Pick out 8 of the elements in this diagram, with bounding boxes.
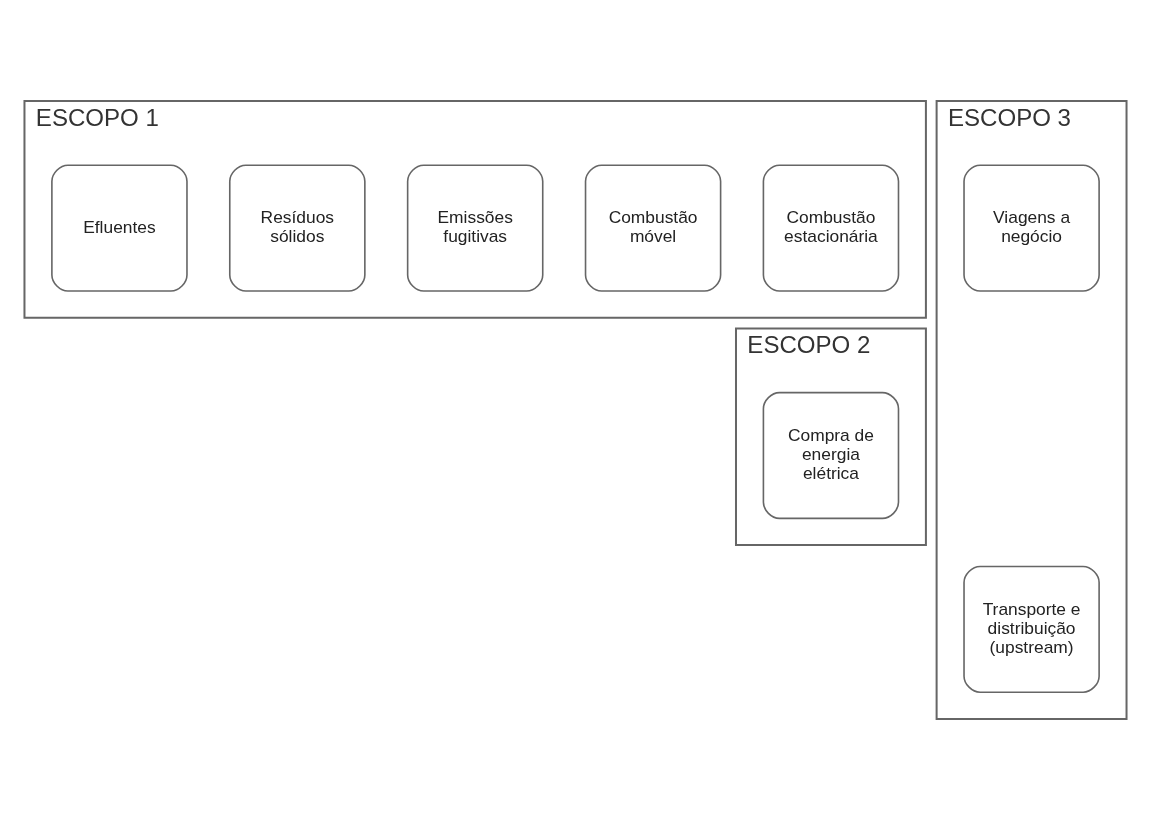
- node-box: Resíduos sólidos: [228, 163, 366, 292]
- node-box: Efluentes: [51, 163, 188, 292]
- node-box: Compra de energia elétrica: [762, 391, 900, 519]
- node-box: Transporte e distribuição (upstream): [963, 565, 1100, 693]
- node-box: Viagens a negócio: [963, 163, 1100, 292]
- node-box: Combustão móvel: [584, 163, 722, 292]
- node-box: Emissões fugitivas: [406, 163, 544, 292]
- node-box: Combustão estacionária: [762, 163, 900, 292]
